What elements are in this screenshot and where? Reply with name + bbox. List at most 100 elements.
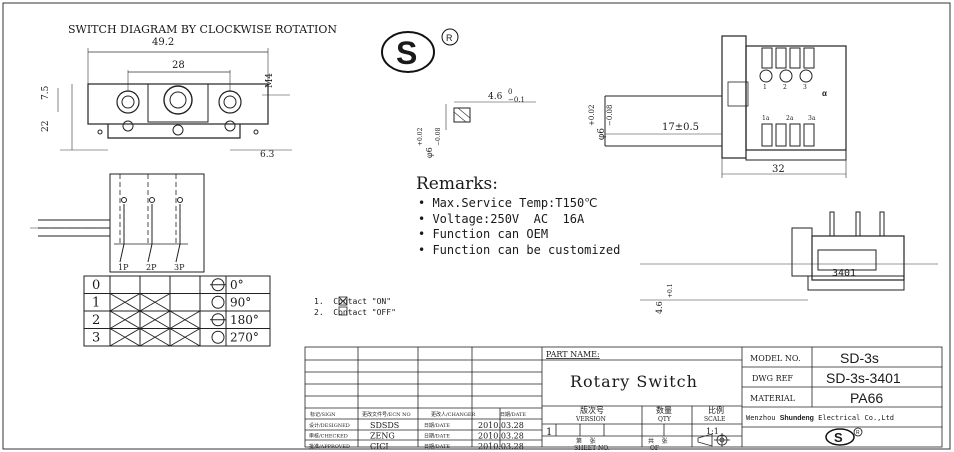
dim-shaft-flat-tol-upper: 0 [508, 88, 512, 96]
qty-label: 数量 [656, 405, 672, 415]
dim-hole-thread: M4 [265, 73, 275, 88]
qty-label-en: QTY [658, 416, 672, 423]
contact-on-mark [139, 293, 171, 312]
terminal-bottom-3a: 3a [808, 115, 816, 122]
position-index: 2 [92, 313, 100, 328]
position-angle: 90° [230, 296, 251, 310]
sheet-label-en: SHEET NO. [574, 445, 610, 452]
approval-name: CICI [370, 442, 389, 451]
dim-shaft-small-upper: +0.02 [417, 127, 424, 146]
angle-symbol-cell [199, 328, 227, 347]
dim-shaft-length: 17±0.5 [662, 122, 699, 133]
dim-terminal-height: 4.6 [655, 301, 664, 314]
dim-hole-spacing: 28 [172, 60, 185, 71]
scale-label: 比例 [708, 405, 724, 415]
remark-item: • Function can OEM [418, 227, 549, 241]
approval-date-label: 日期/DATE [424, 434, 450, 440]
dim-offset-6-3: 6.3 [260, 150, 275, 160]
contact-cell [169, 275, 201, 294]
svg-text:S: S [834, 430, 843, 445]
approval-date-label: 日期/DATE [424, 444, 450, 450]
contact-on-mark [169, 328, 201, 347]
approval-date: 2010.03.28 [478, 432, 524, 441]
contact-on-mark [139, 310, 171, 329]
contact-on-mark [109, 293, 141, 312]
dim-height-7-5: 7.5 [41, 85, 51, 100]
model-value: SD-3s [840, 350, 879, 366]
tb-header-date: 日期/DATE [500, 412, 526, 418]
terminal-label-1: 1 [763, 84, 767, 91]
title-block [304, 346, 943, 448]
dim-shaft-dia: φ6 [597, 128, 607, 140]
of-label-en: OF [650, 445, 659, 452]
dim-overall-width: 49.2 [152, 37, 174, 48]
dim-shaft-flat: 4.6 [488, 92, 503, 102]
approval-role: 批准/APPROVED [309, 443, 350, 450]
drawing-title: SWITCH DIAGRAM BY CLOCKWISE ROTATION [68, 23, 337, 36]
contact-on-mark [169, 310, 201, 329]
brand-logo: S R [381, 28, 459, 73]
projection-symbol-icon [697, 433, 730, 447]
pole-label-2p: 2P [146, 263, 157, 272]
position-index: 3 [92, 331, 100, 346]
tb-header-ecn: 更改文件号/ECN NO [362, 411, 411, 418]
registered-mark: R [446, 33, 453, 43]
contact-cell [139, 275, 171, 294]
remark-item: • Voltage:250V AC 16A [418, 211, 585, 226]
part-name-label: PART NAME: [546, 350, 600, 359]
contact-on-mark [139, 328, 171, 347]
pole-label-1p: 1P [118, 263, 129, 272]
terminal-bottom-2a: 2a [786, 115, 794, 122]
tb-header-sign: 标记/SIGN [310, 411, 336, 418]
position-angle: 270° [230, 331, 259, 345]
version-label: 版次号 [580, 405, 604, 415]
terminal-label-2: 2 [783, 84, 787, 91]
rotation-knob-icon [211, 330, 225, 344]
position-angle: 180° [230, 313, 259, 327]
material-label: MATERIAL [750, 394, 796, 403]
svg-text:R: R [856, 430, 860, 436]
angle-cell [225, 328, 271, 347]
remark-item: • Function can be customized [418, 242, 621, 257]
position-index: 1 [92, 296, 100, 311]
approval-role: 审核/CHECKED [309, 433, 348, 440]
logo-letter: S [396, 35, 417, 71]
model-label: MODEL NO. [750, 354, 801, 363]
dim-height-22: 22 [41, 121, 51, 132]
approval-role: 设计/DESIGNED [309, 422, 350, 429]
dwg-value: SD-3s-3401 [826, 370, 901, 386]
rotation-knob-icon [211, 295, 225, 309]
legend-off: 2. Contact "OFF" [314, 308, 396, 317]
scale-label-en: SCALE [704, 416, 725, 423]
position-index: 0 [92, 278, 100, 293]
angle-symbol-cell [199, 293, 227, 312]
terminal-label-3: 3 [803, 84, 807, 91]
position-angle: 0° [230, 278, 244, 292]
scale-value: 1:1 [706, 427, 719, 436]
remarks-list: • Max.Service Temp:T150℃• Voltage:250V A… [418, 196, 620, 258]
pole-label-3p: 3P [174, 263, 185, 272]
dim-shaft-flat-tol-lower: −0.1 [508, 96, 525, 104]
tb-header-changer: 更改人/CHANGER [431, 411, 476, 418]
contact-legend: 1. Contact "ON" 2. Contact "OFF" [314, 296, 396, 317]
contact-cell [169, 293, 201, 312]
dwg-label: DWG REF [752, 374, 793, 383]
part-code: 3401 [832, 268, 856, 279]
approval-date: 2010.03.28 [478, 421, 524, 430]
legend-on: 1. Contact "ON" [314, 297, 391, 306]
terminal-bottom-1a: 1a [762, 115, 770, 122]
dim-body-width: 32 [772, 164, 785, 175]
contact-on-mark [109, 310, 141, 329]
contact-on-mark [109, 328, 141, 347]
company-name: Wenzhou Shundeng Electrical Co.,Ltd [746, 414, 894, 422]
remark-item: • Max.Service Temp:T150℃ [418, 196, 598, 210]
title-block-logo: S R [825, 427, 863, 446]
approval-date: 2010.03.28 [478, 442, 524, 451]
dim-shaft-dia-upper: +0.02 [588, 105, 596, 126]
dim-terminal-height-tol: +0.1 [667, 283, 674, 298]
version-label-en: VERSION [575, 416, 606, 423]
of-label: 共 张 [648, 437, 668, 445]
